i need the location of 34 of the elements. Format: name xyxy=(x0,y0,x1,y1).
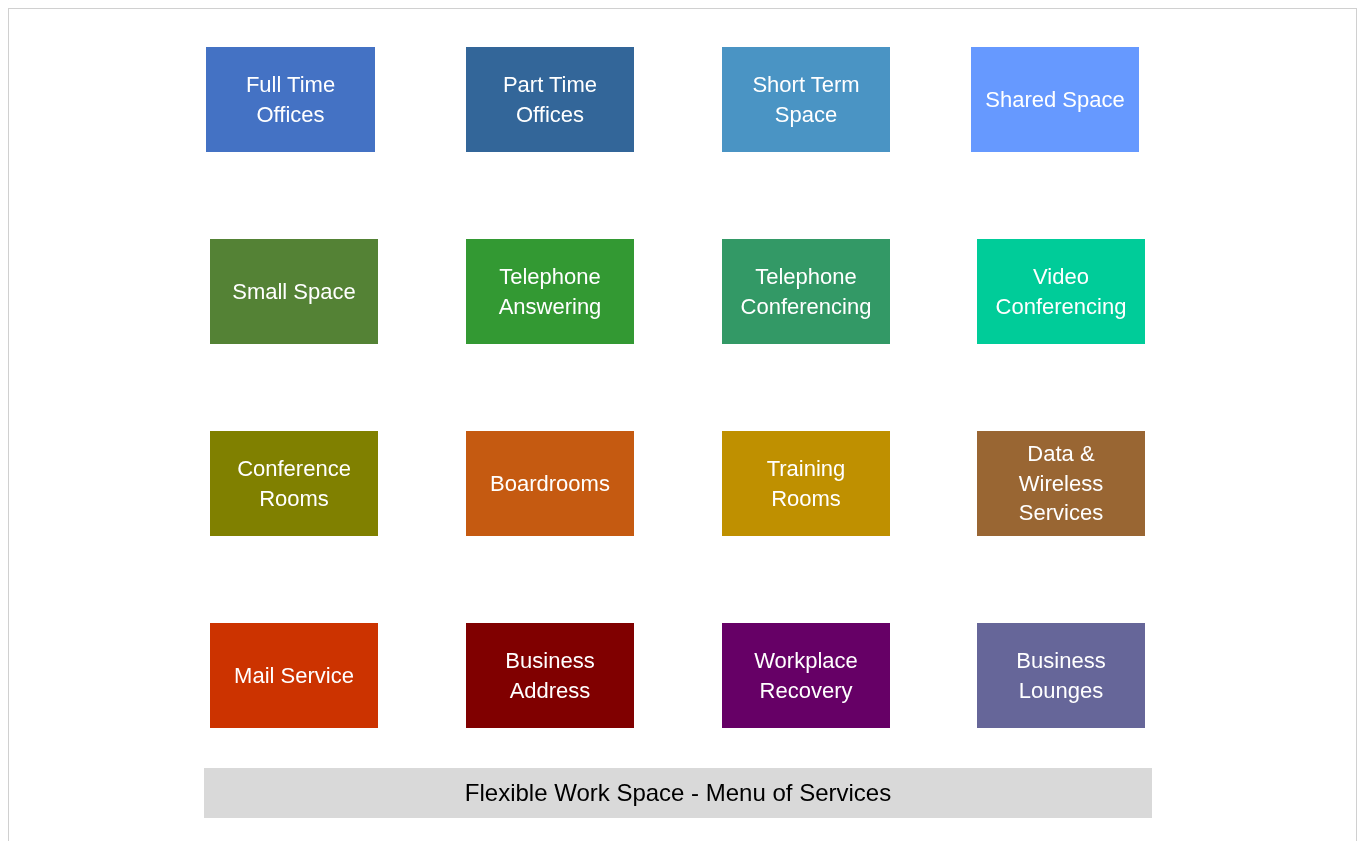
tile-label: Boardrooms xyxy=(490,469,610,498)
service-tile xyxy=(210,431,378,536)
tile-label: Business Lounges xyxy=(1015,646,1107,705)
tile-label: Data & Wireless Services xyxy=(1017,439,1105,528)
service-tile xyxy=(466,431,634,536)
service-tile xyxy=(971,47,1139,152)
service-tile xyxy=(722,47,890,152)
service-tile xyxy=(206,47,375,152)
tile-label: Conference Rooms xyxy=(236,454,352,513)
tile-label: Training Rooms xyxy=(765,454,847,513)
service-tile xyxy=(977,431,1145,536)
service-tile xyxy=(210,239,378,344)
tile-label: Shared Space xyxy=(985,85,1125,114)
tile-label: Video Conferencing xyxy=(994,262,1128,321)
service-tile xyxy=(722,623,890,728)
tile-label: Small Space xyxy=(232,277,356,306)
tile-label: Short Term Space xyxy=(751,70,861,129)
tile-label: Workplace Recovery xyxy=(753,646,859,705)
caption-text: Flexible Work Space - Menu of Services xyxy=(464,777,892,808)
service-tile xyxy=(977,623,1145,728)
tile-label: Full Time Offices xyxy=(244,70,337,129)
service-tile xyxy=(466,47,634,152)
service-tile xyxy=(466,239,634,344)
caption-bar xyxy=(204,768,1152,818)
tile-label: Business Address xyxy=(504,646,596,705)
service-tile xyxy=(466,623,634,728)
service-tile xyxy=(722,431,890,536)
tile-label: Telephone Conferencing xyxy=(739,262,873,321)
tile-label: Mail Service xyxy=(234,661,354,690)
service-tile xyxy=(977,239,1145,344)
tile-label: Telephone Answering xyxy=(497,262,603,321)
service-tile xyxy=(722,239,890,344)
service-tile xyxy=(210,623,378,728)
tile-label: Part Time Offices xyxy=(501,70,599,129)
